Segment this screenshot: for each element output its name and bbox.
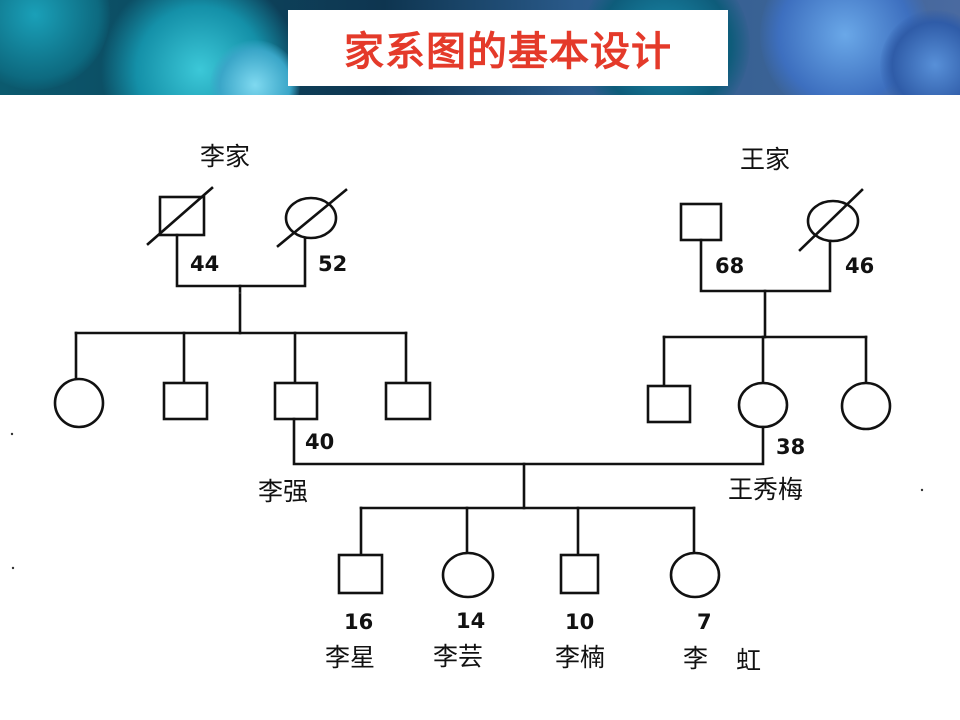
deceased-slash (146, 186, 214, 246)
child2-name: 李芸 (433, 642, 483, 671)
child4-name-surname: 李 (683, 644, 708, 673)
age-child4: 7 (697, 610, 712, 634)
li-family-label: 李家 (200, 142, 250, 171)
deceased-slash (276, 188, 348, 248)
father-square (273, 381, 319, 421)
child4-circle (669, 551, 721, 599)
age-li-grandmother: 52 (318, 252, 347, 276)
child3-name: 李楠 (555, 643, 605, 672)
age-mother: 38 (776, 435, 805, 459)
scan-speck (920, 488, 924, 492)
scan-speck (11, 566, 15, 570)
father-name: 李强 (258, 477, 308, 506)
li-daughter-circle (53, 377, 105, 429)
child3-square (559, 553, 600, 595)
age-child1: 16 (344, 610, 373, 634)
child2-circle (441, 551, 495, 599)
age-wang-grandfather: 68 (715, 254, 744, 278)
age-wang-grandmother: 46 (845, 254, 874, 278)
title-box: 家系图的基本设计 (288, 10, 728, 86)
couple-marriage-line (292, 417, 765, 466)
mother-name: 王秀梅 (728, 475, 803, 504)
header-banner: 家系图的基本设计 (0, 0, 960, 95)
age-child3: 10 (565, 610, 594, 634)
wang-son-square (646, 384, 692, 424)
wang-daughter-circle (840, 381, 892, 431)
wang-grandfather-square (679, 202, 723, 242)
child1-square (337, 553, 384, 595)
age-li-grandfather: 44 (190, 252, 219, 276)
bubble-decoration (0, 0, 110, 90)
deceased-slash (798, 188, 864, 252)
mother-circle (737, 381, 789, 429)
pedigree-chart: 李家 王家 44 52 68 46 40 38 李强 王秀梅 16 14 10 … (10, 142, 924, 675)
li-son-square (384, 381, 432, 421)
child1-name: 李星 (325, 643, 375, 672)
wang-family-label: 王家 (740, 145, 790, 174)
scan-speck (239, 292, 241, 294)
li-son-square (162, 381, 209, 421)
scan-speck (10, 432, 14, 436)
child4-name-given: 虹 (736, 646, 761, 675)
age-child2: 14 (456, 609, 485, 633)
page-title: 家系图的基本设计 (344, 29, 672, 75)
age-father: 40 (305, 430, 334, 454)
